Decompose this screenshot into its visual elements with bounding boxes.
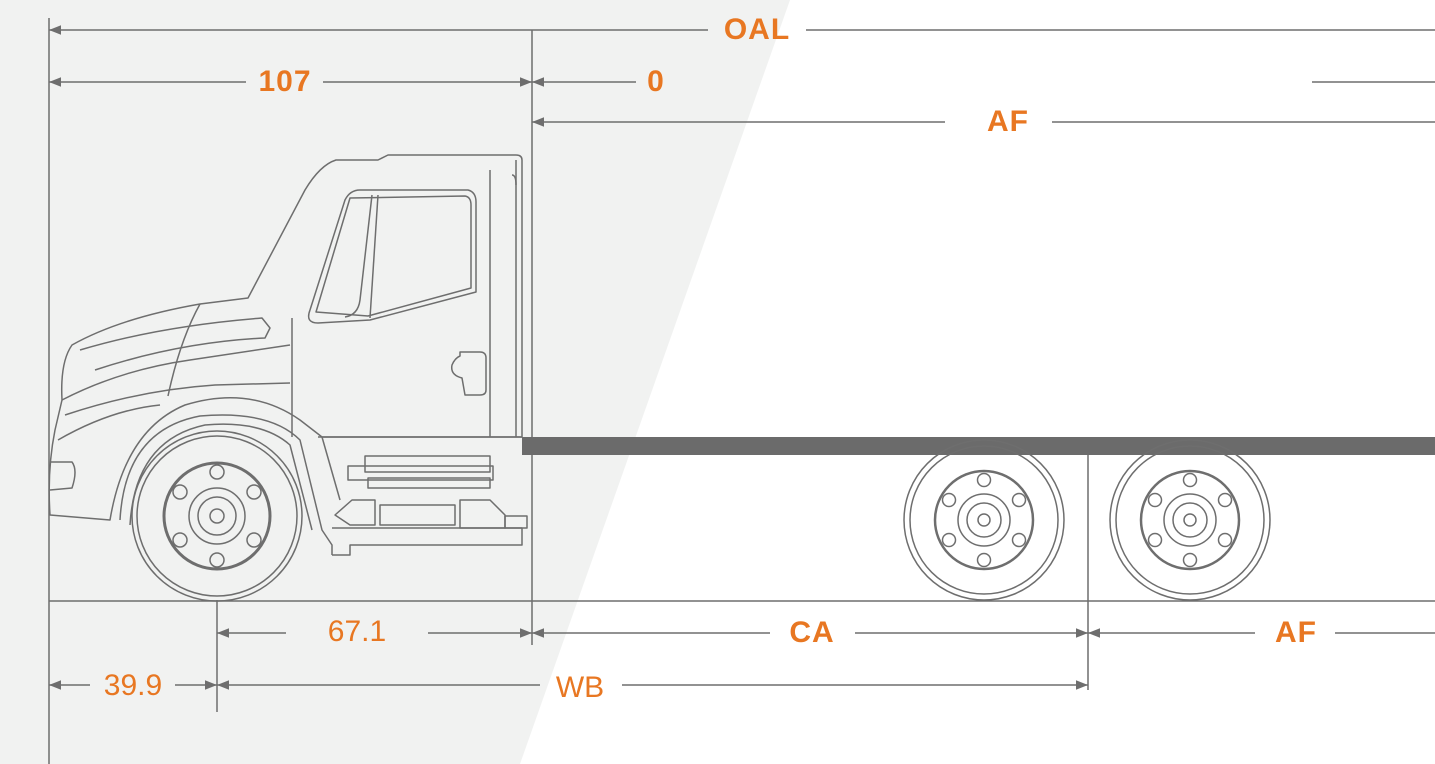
door-handle [450, 351, 487, 396]
af-top-label: AF [987, 105, 1029, 138]
front-wheel [131, 430, 303, 602]
rear-wheel-2 [1109, 439, 1271, 601]
front-fender [119, 414, 333, 555]
door-window [307, 189, 477, 324]
dim-39-label: 39.9 [103, 669, 163, 702]
dim-67-label: 67.1 [327, 615, 387, 648]
oal-label: OAL [723, 13, 791, 46]
wb-label: WB [555, 671, 605, 704]
dim-0-label: 0 [647, 65, 665, 98]
dimension-lines [49, 25, 1435, 690]
cab-outline [48, 154, 523, 521]
af-bottom-label: AF [1275, 616, 1317, 649]
ca-label: CA [789, 616, 835, 649]
background-panel [0, 0, 790, 764]
dim-107-label: 107 [258, 65, 312, 98]
wheels [131, 430, 1271, 602]
rear-wheel-1 [903, 439, 1065, 601]
tank-vents [364, 455, 491, 473]
truck-cab [48, 154, 528, 556]
reference-lines [48, 18, 1435, 764]
bumper-light [49, 461, 76, 491]
